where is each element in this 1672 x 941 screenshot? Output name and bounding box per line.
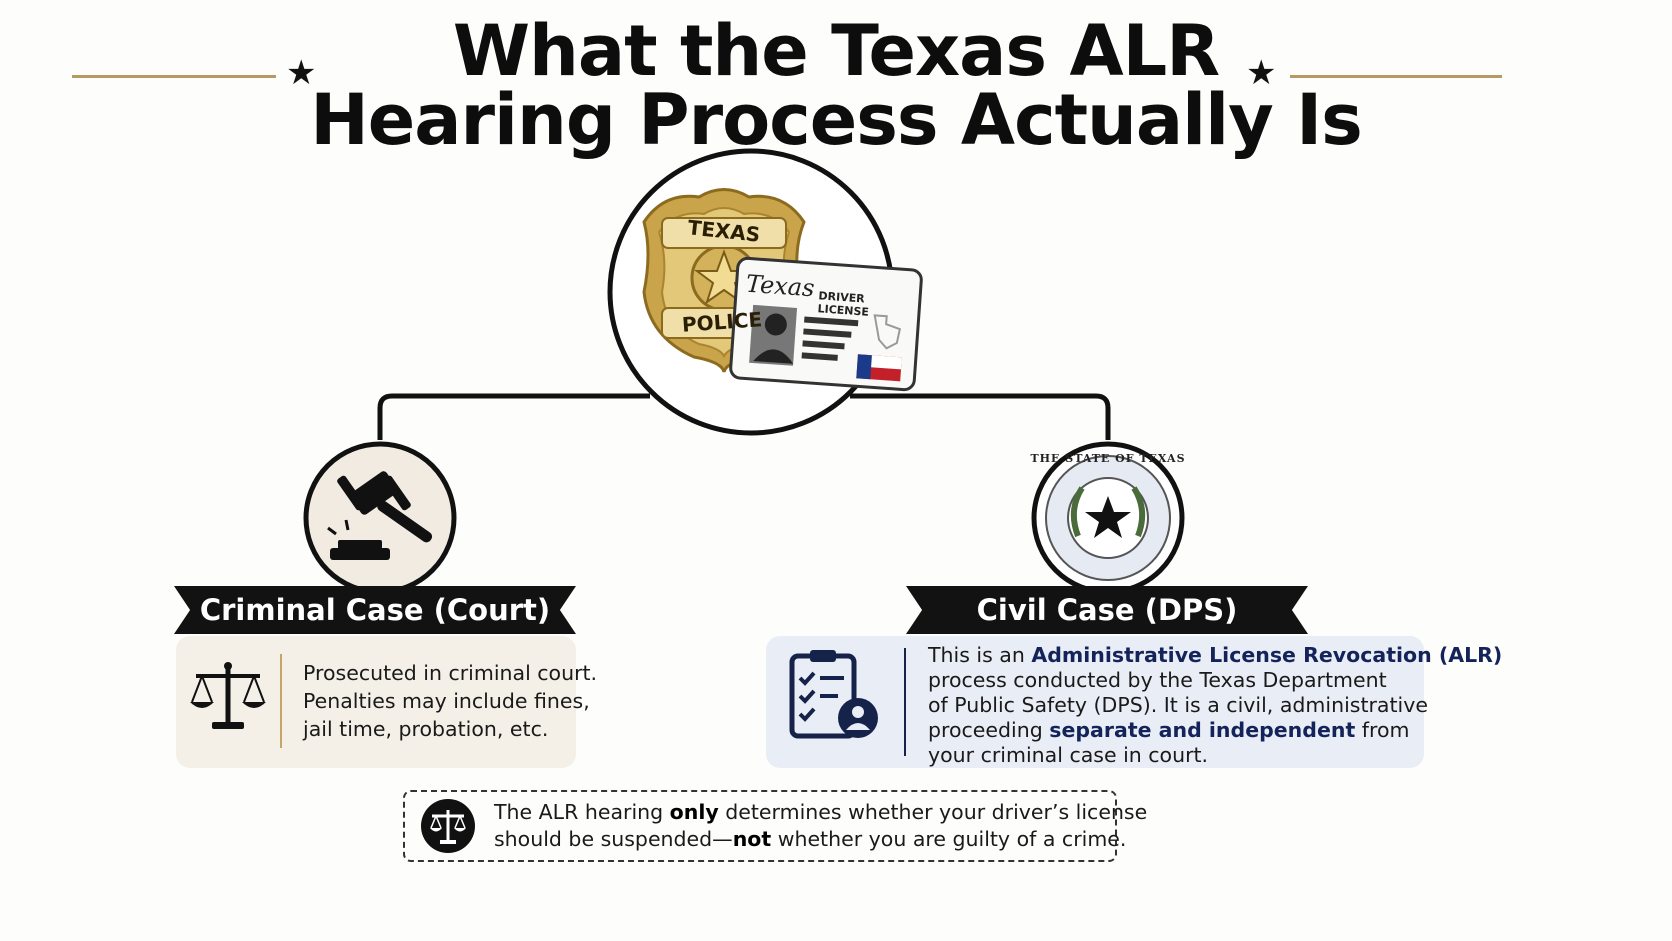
scales-icon (190, 662, 266, 729)
driver-license-card-icon (729, 256, 923, 392)
note-line1: The ALR hearing only determines whether … (494, 799, 1147, 826)
note-line1-a: The ALR hearing (494, 800, 670, 824)
right-star-icon: ★ (1246, 53, 1277, 93)
civil-line4-pre: proceeding (928, 718, 1050, 742)
civil-divider (904, 648, 906, 756)
note-scales-icon (421, 799, 475, 853)
civil-text-line5: your criminal case in court. (928, 743, 1209, 767)
license-state-text: Texas (745, 269, 816, 303)
note-line1-c: determines whether your driver’s license (718, 800, 1148, 824)
texas-seal-icon (1045, 455, 1171, 581)
civil-case-card (766, 636, 1424, 768)
note-line2: should be suspended—not whether you are … (494, 826, 1126, 853)
bottom-note-box (403, 790, 1117, 862)
civil-text-line2: process conducted by the Texas Departmen… (928, 668, 1387, 692)
right-gold-rule (1290, 75, 1502, 78)
gavel-icon (327, 471, 433, 560)
license-label-text: DRIVER LICENSE (817, 289, 870, 319)
civil-line4-post: from (1355, 718, 1410, 742)
hero-illustration: TEXAS POLICE Texas DRIVER LICENSE (604, 148, 923, 446)
civil-case-banner: Civil Case (DPS) (906, 586, 1308, 634)
page-title-line2: Hearing Process Actually Is (310, 79, 1363, 161)
civil-illustration: THE STATE OF TEXAS (1030, 440, 1186, 596)
criminal-case-banner: Criminal Case (Court) (174, 586, 576, 634)
page-title-line1: What the Texas ALR (452, 10, 1220, 92)
civil-line1-emphasis: Administrative License Revocation (ALR) (1031, 643, 1503, 667)
criminal-text-line2: Penalties may include fines, (303, 689, 590, 713)
civil-text-line1: This is an Administrative License Revoca… (928, 642, 1502, 669)
note-line2-emphasis: not (732, 827, 772, 851)
civil-line1-pre: This is an (928, 643, 1032, 667)
left-gold-rule (72, 75, 276, 78)
civil-text-line3: of Public Safety (DPS). It is a civil, a… (928, 693, 1428, 717)
seal-text: THE STATE OF TEXAS (1030, 452, 1186, 465)
civil-line4-emphasis: separate and independent (1049, 718, 1356, 742)
clipboard-checklist-icon (789, 650, 878, 739)
note-line2-a: should be suspended— (494, 827, 733, 851)
criminal-divider (280, 654, 282, 748)
note-line2-c: whether you are guilty of a crime. (771, 827, 1127, 851)
left-star-icon: ★ (286, 53, 317, 93)
civil-text-line4: proceeding separate and independent from (928, 717, 1409, 744)
criminal-text-line1: Prosecuted in criminal court. (303, 661, 598, 685)
criminal-illustration (302, 440, 458, 596)
criminal-text-line3: jail time, probation, etc. (303, 717, 549, 741)
note-line1-emphasis: only (669, 800, 719, 824)
